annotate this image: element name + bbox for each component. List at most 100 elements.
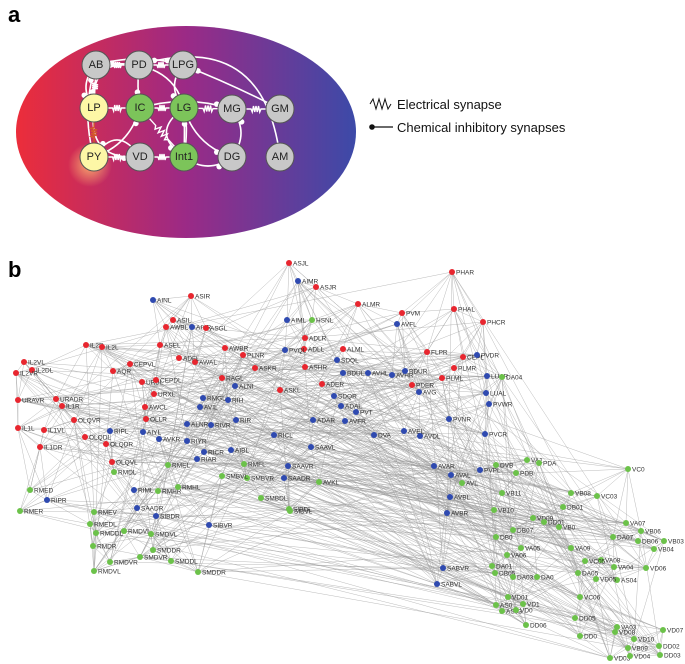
network-node: ASEL bbox=[157, 342, 181, 350]
neuron-label: LG bbox=[177, 102, 192, 114]
network-node-dot bbox=[491, 507, 497, 513]
network-node-label: VD05 bbox=[600, 577, 617, 584]
network-edge bbox=[279, 383, 323, 391]
network-node: RMDVL bbox=[91, 568, 121, 576]
network-edge bbox=[279, 389, 438, 585]
electrical-synapse-AB-LP bbox=[91, 78, 99, 95]
network-node-label: DD0 bbox=[584, 634, 597, 641]
network-node-label: AS04 bbox=[621, 578, 637, 585]
network-node: SABVR bbox=[440, 565, 469, 573]
network-node: ALNR bbox=[184, 421, 209, 429]
network-edge bbox=[512, 521, 545, 531]
network-node-dot bbox=[27, 487, 33, 493]
network-node-dot bbox=[448, 472, 454, 478]
network-node: SMBVL bbox=[219, 473, 248, 481]
network-edge bbox=[367, 370, 406, 374]
network-edge bbox=[419, 376, 503, 437]
network-node: DD01 bbox=[541, 519, 565, 527]
network-edge bbox=[287, 465, 524, 605]
network-edge bbox=[186, 397, 204, 425]
legend: Electrical synapse Chemical inhibitory s… bbox=[369, 97, 566, 135]
network-edge bbox=[609, 655, 631, 659]
network-node-dot bbox=[480, 319, 486, 325]
network-node-dot bbox=[163, 324, 169, 330]
network-node-dot bbox=[660, 627, 666, 633]
network-edge bbox=[403, 391, 420, 432]
network-edge bbox=[574, 596, 581, 619]
network-edge bbox=[625, 522, 665, 542]
network-node-dot bbox=[21, 359, 27, 365]
network-edge bbox=[495, 530, 642, 606]
network-edge bbox=[570, 547, 602, 561]
network-node-label: VB06 bbox=[645, 529, 661, 536]
network-edge bbox=[304, 337, 478, 356]
network-edge bbox=[342, 303, 359, 350]
network-edge bbox=[19, 510, 611, 659]
network-node: VB06 bbox=[638, 528, 661, 536]
network-node: RICR bbox=[201, 449, 224, 457]
network-edge bbox=[152, 299, 167, 328]
network-edge bbox=[304, 321, 484, 339]
network-node-label: ASIL bbox=[177, 318, 191, 325]
network-node-label: VB0 bbox=[563, 525, 576, 532]
network-node: PVNR bbox=[446, 416, 471, 424]
network-edge bbox=[579, 635, 611, 659]
network-node: PHCR bbox=[480, 319, 506, 327]
network-node-label: ASJR bbox=[320, 285, 337, 292]
network-node-dot bbox=[513, 470, 519, 476]
network-node-label: SAADR bbox=[288, 476, 311, 483]
network-edge bbox=[476, 321, 484, 356]
network-node-label: ASHR bbox=[309, 365, 327, 372]
network-edge bbox=[507, 567, 647, 598]
network-edge bbox=[495, 464, 503, 494]
network-edge bbox=[15, 372, 152, 535]
network-edge bbox=[85, 271, 453, 346]
network-edge bbox=[73, 295, 192, 421]
network-node: DB01 bbox=[560, 504, 584, 512]
network-edge bbox=[442, 565, 493, 569]
network-node: DA04 bbox=[499, 374, 523, 382]
network-edge bbox=[61, 405, 169, 466]
network-node: ALNI bbox=[232, 383, 254, 391]
network-edge bbox=[93, 561, 111, 572]
network-node-dot bbox=[409, 382, 415, 388]
network-edge bbox=[246, 477, 497, 606]
network-edge bbox=[333, 356, 464, 397]
network-node-label: VD04 bbox=[634, 654, 651, 661]
network-node: HSNL bbox=[309, 317, 334, 325]
network-node: AWCL bbox=[142, 404, 168, 412]
network-node-label: RMHL bbox=[182, 485, 201, 492]
network-node-label: AVBL bbox=[454, 495, 471, 502]
network-edge bbox=[61, 295, 192, 407]
network-edge bbox=[159, 344, 503, 494]
network-node: URXL bbox=[151, 391, 176, 399]
network-node-dot bbox=[661, 538, 667, 544]
network-node-label: SMBVL bbox=[226, 474, 248, 481]
network-edge bbox=[95, 532, 111, 563]
network-node-dot bbox=[195, 569, 201, 575]
network-node-dot bbox=[87, 521, 93, 527]
network-edge bbox=[520, 517, 534, 549]
network-node-label: AVHR bbox=[396, 373, 414, 380]
network-node-label: ADLR bbox=[309, 336, 327, 343]
chemical-synapse-dot-icon bbox=[369, 124, 375, 130]
network-node: SAAVR bbox=[285, 463, 314, 471]
network-edge bbox=[101, 346, 131, 365]
network-edge bbox=[311, 286, 317, 321]
network-node-dot bbox=[233, 417, 239, 423]
network-node-label: DA07 bbox=[617, 535, 634, 542]
network-node: AVAR bbox=[431, 463, 455, 471]
network-edge bbox=[150, 533, 664, 631]
network-node-label: VA05 bbox=[525, 546, 541, 553]
network-edge bbox=[170, 560, 199, 573]
network-node-dot bbox=[493, 602, 499, 608]
network-node: RMEV bbox=[91, 509, 117, 517]
network-node-label: RIPL bbox=[114, 429, 129, 436]
network-edge bbox=[286, 262, 290, 321]
network-node-label: AIBL bbox=[235, 448, 249, 455]
network-edge bbox=[625, 468, 629, 524]
network-node: ASJR bbox=[313, 284, 337, 292]
network-edge bbox=[177, 486, 508, 556]
network-edge bbox=[312, 419, 346, 422]
network-edge bbox=[391, 374, 438, 585]
